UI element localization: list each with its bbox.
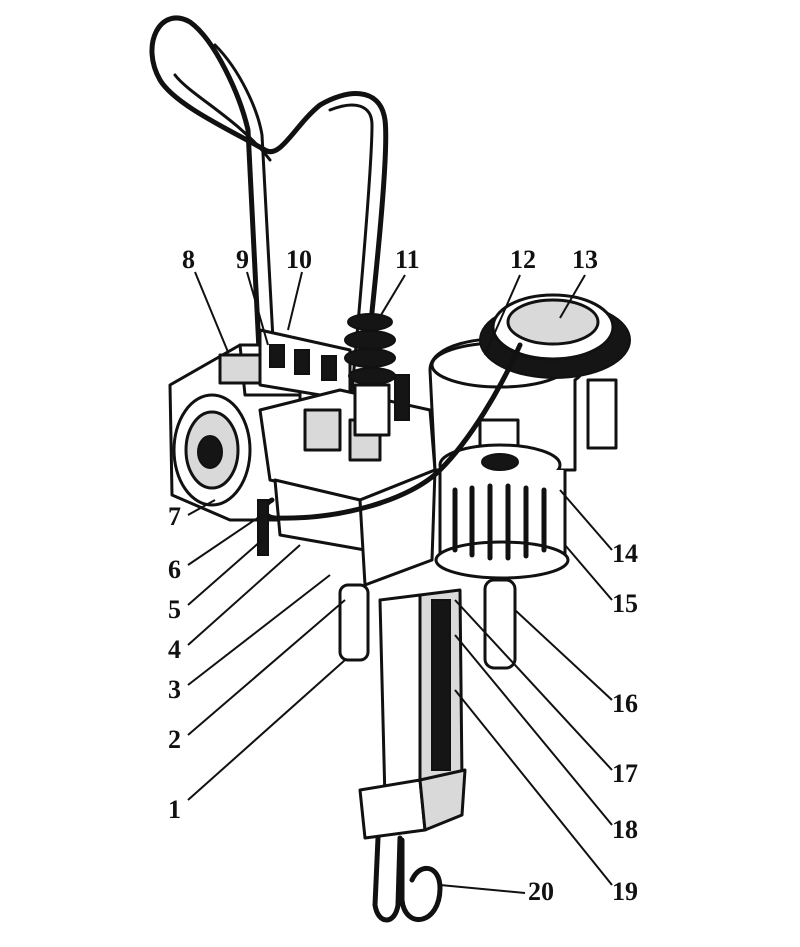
bottom-clamp (358, 768, 467, 923)
label-10: 10 (286, 245, 312, 274)
label-1: 1 (168, 795, 181, 824)
label-9: 9 (236, 245, 249, 274)
spring (344, 313, 396, 437)
engine-block (258, 374, 437, 587)
label-16: 16 (612, 689, 638, 718)
label-19: 19 (612, 877, 638, 906)
label-17: 17 (612, 759, 638, 788)
label-2: 2 (168, 725, 181, 754)
mast (378, 588, 464, 802)
small-rod (257, 499, 269, 556)
label-5: 5 (168, 595, 181, 624)
label-12: 12 (510, 245, 536, 274)
label-15: 15 (612, 589, 638, 618)
label-3: 3 (168, 675, 181, 704)
leader-lines (187, 271, 613, 894)
label-8: 8 (182, 245, 195, 274)
label-6: 6 (168, 555, 181, 584)
tank-cap (479, 293, 631, 450)
drum-housing (168, 343, 302, 522)
label-11: 11 (395, 245, 420, 274)
label-4: 4 (168, 635, 181, 664)
right-post (483, 578, 517, 670)
label-18: 18 (612, 815, 638, 844)
callout-labels: 8 9 10 11 12 13 7 6 5 4 3 2 1 14 15 16 1… (168, 245, 638, 906)
left-post (338, 583, 370, 662)
fan-impeller (434, 443, 570, 580)
label-14: 14 (612, 539, 638, 568)
label-7: 7 (168, 502, 181, 531)
label-13: 13 (572, 245, 598, 274)
label-20: 20 (528, 877, 554, 906)
